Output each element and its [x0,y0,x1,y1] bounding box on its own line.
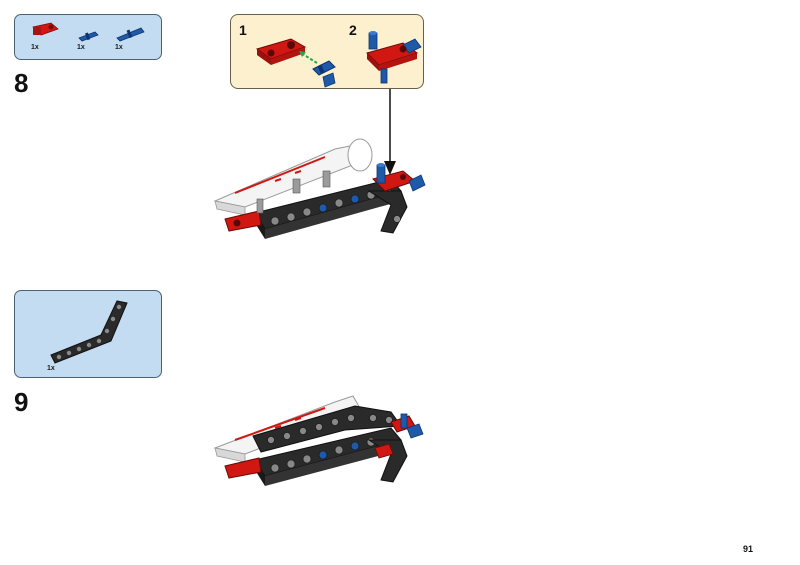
callout-substep-1-illustration [255,38,336,88]
part-qty: 1x [31,44,39,51]
step-8-parts-list: 1x 1x 1x [14,14,162,60]
page-number: 91 [742,544,753,554]
step-9-parts-list: 1x [14,290,162,378]
red-connector-icon [32,22,59,36]
part-qty: 1x [115,44,123,51]
blue-axle-pin-icon [116,27,145,42]
sub-step-number: 2 [349,22,357,38]
step-8-model-illustration [213,138,426,239]
callout-pointer-arrow [384,89,396,175]
sub-assembly-callout: 1 2 [230,14,424,89]
step-9-model-illustration [213,395,424,486]
black-angled-beam-icon [50,300,128,364]
callout-substep-2-illustration [366,31,422,84]
step-number: 9 [14,387,29,417]
step-number: 8 [14,68,29,98]
blue-pin-short-icon [78,31,99,42]
part-qty: 1x [77,44,85,51]
sub-step-number: 1 [239,22,247,38]
part-qty: 1x [47,365,55,372]
